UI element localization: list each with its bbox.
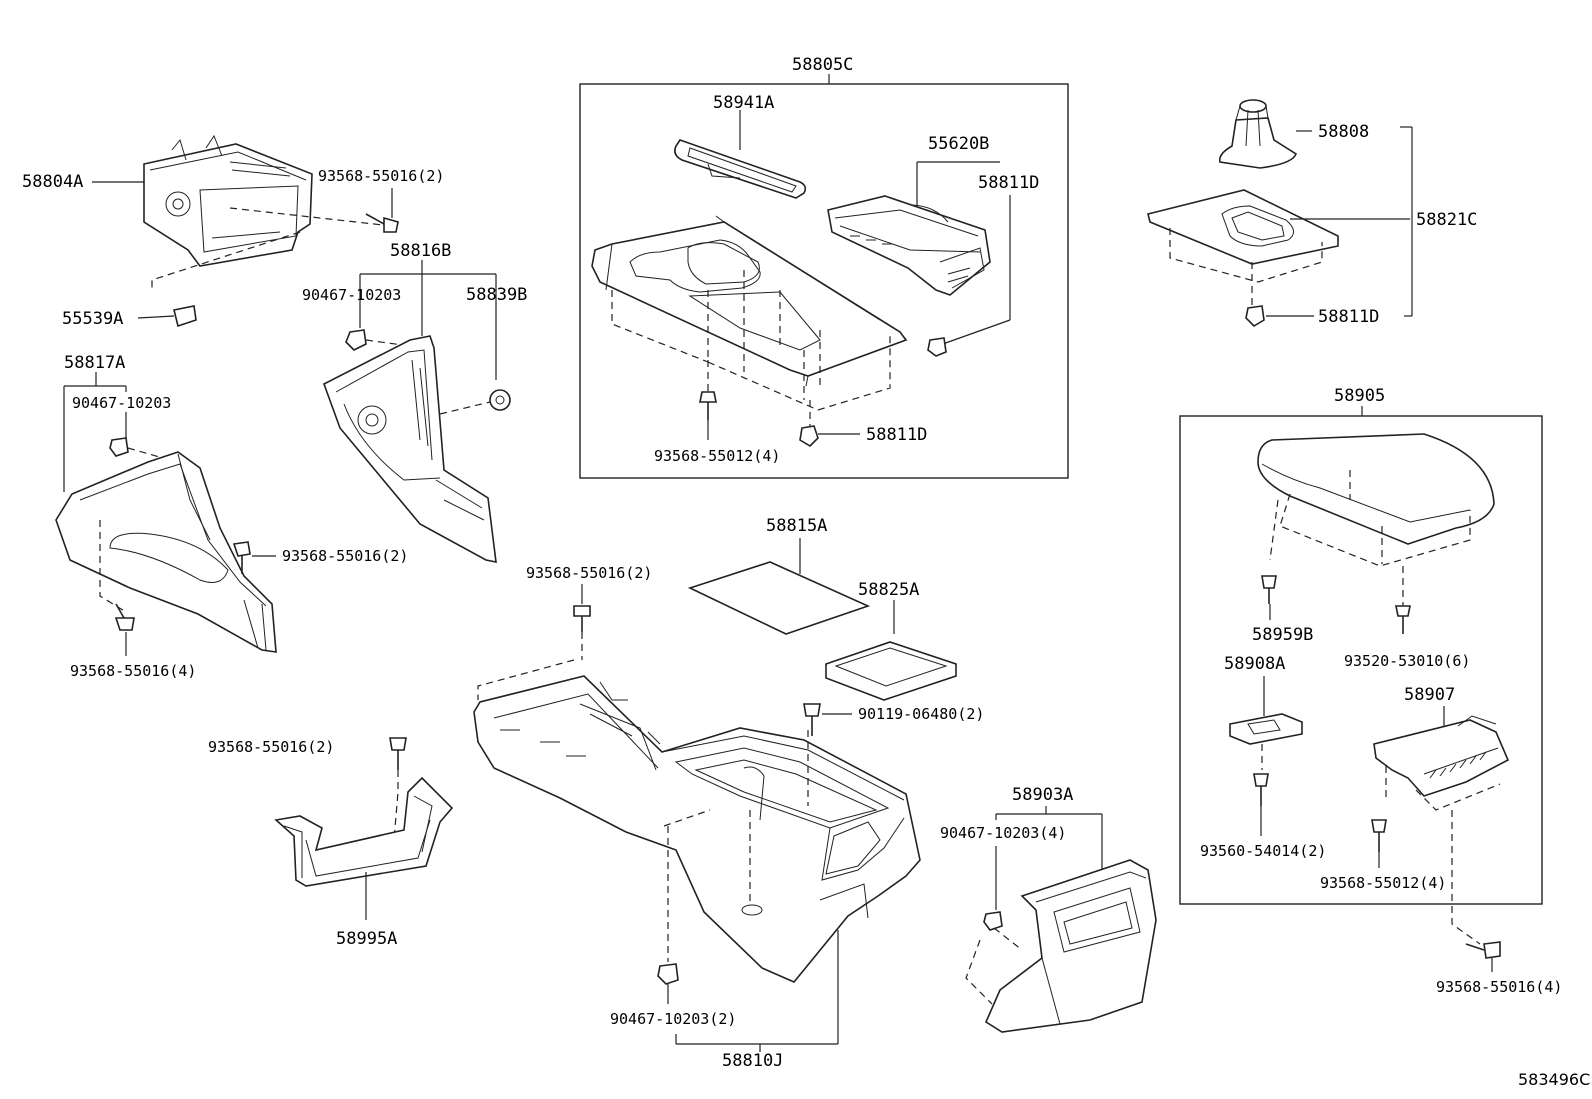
group-box-58905 xyxy=(1179,415,1543,905)
clip-90467-10203-d[interactable] xyxy=(983,911,1003,931)
part-58908A[interactable] xyxy=(1229,713,1303,745)
screw-93568-55012-a[interactable] xyxy=(699,391,717,420)
label-93568-55016-2-d[interactable]: 93568-55016(2) xyxy=(208,738,334,756)
group-58905: 58905 58959B 93520-53010(6) 58908A xyxy=(1179,386,1562,996)
label-58907[interactable]: 58907 xyxy=(1404,685,1455,705)
label-58808[interactable]: 58808 xyxy=(1318,122,1369,142)
part-58804A[interactable] xyxy=(143,134,313,267)
part-58816B[interactable] xyxy=(323,335,497,564)
label-93560-54014-2[interactable]: 93560-54014(2) xyxy=(1200,842,1326,860)
label-93520-53010-6[interactable]: 93520-53010(6) xyxy=(1344,652,1470,670)
part-58995A[interactable] xyxy=(274,776,454,887)
label-58941A[interactable]: 58941A xyxy=(713,93,774,113)
label-90467-10203-2[interactable]: 90467-10203(2) xyxy=(610,1010,736,1028)
group-58903A: 58903A 90467-10203(4) xyxy=(940,785,1157,1033)
label-93568-55016-2-a[interactable]: 93568-55016(2) xyxy=(318,167,444,185)
group-box-58805C xyxy=(579,83,1069,479)
part-58810J[interactable] xyxy=(473,675,921,983)
label-93568-55016-4-b[interactable]: 93568-55016(4) xyxy=(1436,978,1562,996)
group-58817A: 58817A 90467-10203 93568-55016(4) xyxy=(55,353,408,680)
part-58817A[interactable] xyxy=(55,451,277,653)
screw-93568-55016-4-a[interactable] xyxy=(114,603,135,631)
group-58995A: 93568-55016(2) 58995A xyxy=(208,737,454,949)
label-58805C[interactable]: 58805C xyxy=(792,55,853,75)
label-58804A[interactable]: 58804A xyxy=(22,172,83,192)
label-58825A[interactable]: 58825A xyxy=(858,580,919,600)
label-58908A[interactable]: 58908A xyxy=(1224,654,1285,674)
label-90467-10203-4[interactable]: 90467-10203(4) xyxy=(940,824,1066,842)
part-console-upper-panel[interactable] xyxy=(591,215,908,387)
label-55539A[interactable]: 55539A xyxy=(62,309,123,329)
clip-90467-10203-b[interactable] xyxy=(109,437,129,457)
group-58804A: 58804A 93568-55016(2) 55539A xyxy=(22,134,444,329)
label-90119-06480-2[interactable]: 90119-06480(2) xyxy=(858,705,984,723)
label-58810J[interactable]: 58810J xyxy=(722,1051,783,1071)
label-58821C[interactable]: 58821C xyxy=(1416,210,1477,230)
label-90467-10203-a[interactable]: 90467-10203 xyxy=(302,286,401,304)
label-58811D-c[interactable]: 58811D xyxy=(1318,307,1379,327)
label-58959B[interactable]: 58959B xyxy=(1252,625,1313,645)
part-58821C[interactable] xyxy=(1147,189,1339,265)
screw-93560-54014[interactable] xyxy=(1253,773,1269,806)
label-58905[interactable]: 58905 xyxy=(1334,386,1385,406)
label-58817A[interactable]: 58817A xyxy=(64,353,125,373)
label-58811D-b[interactable]: 58811D xyxy=(866,425,927,445)
part-58941A[interactable] xyxy=(674,139,807,199)
clip-58811D-c[interactable] xyxy=(1245,305,1265,328)
label-58816B[interactable]: 58816B xyxy=(390,241,451,261)
label-58839B[interactable]: 58839B xyxy=(466,285,527,305)
label-58811D-a[interactable]: 58811D xyxy=(978,173,1039,193)
clip-55539A[interactable] xyxy=(173,305,197,328)
label-58995A[interactable]: 58995A xyxy=(336,929,397,949)
clip-90467-10203-c[interactable] xyxy=(657,963,679,985)
label-93568-55016-2-c[interactable]: 93568-55016(2) xyxy=(526,564,652,582)
label-55620B[interactable]: 55620B xyxy=(928,134,989,154)
label-58903A[interactable]: 58903A xyxy=(1012,785,1073,805)
group-58805C: 58805C 58941A 55620B 58811D xyxy=(579,55,1069,479)
part-58815A[interactable] xyxy=(687,561,871,635)
screw-93568-55016-e[interactable] xyxy=(1465,941,1501,959)
part-55620B[interactable] xyxy=(827,195,991,296)
screw-93568-55016-b[interactable] xyxy=(232,541,251,574)
screw-93568-55016-c[interactable] xyxy=(573,605,591,632)
clip-58811D-b[interactable] xyxy=(799,425,819,448)
label-93568-55016-4-a[interactable]: 93568-55016(4) xyxy=(70,662,196,680)
part-58907[interactable] xyxy=(1373,715,1510,797)
part-58808[interactable] xyxy=(1218,99,1297,169)
group-shift: 58808 58821C 58811D xyxy=(1147,99,1477,328)
screw-93520-53010[interactable] xyxy=(1395,605,1411,634)
part-58825A[interactable] xyxy=(825,641,957,701)
part-armrest-lid[interactable] xyxy=(1257,433,1495,545)
group-58816B: 58816B 90467-10203 58839B xyxy=(302,241,527,564)
label-93568-55012-4-b[interactable]: 93568-55012(4) xyxy=(1320,874,1446,892)
screw-93568-55016-d[interactable] xyxy=(389,737,407,770)
label-93568-55016-2-b[interactable]: 93568-55016(2) xyxy=(282,547,408,565)
clip-90467-10203-a[interactable] xyxy=(345,329,367,351)
label-90467-10203-b[interactable]: 90467-10203 xyxy=(72,394,171,412)
grommet-58839B[interactable] xyxy=(489,389,511,411)
screw-58959B[interactable] xyxy=(1261,575,1277,604)
screw-90119-06480[interactable] xyxy=(803,703,821,736)
screw-93568-55012-b[interactable] xyxy=(1371,819,1387,852)
label-93568-55012-4-a[interactable]: 93568-55012(4) xyxy=(654,447,780,465)
screw-93568-55016-a[interactable] xyxy=(365,213,399,233)
diagram-code: 583496C xyxy=(1518,1070,1590,1089)
group-58810J: 58815A 58825A 93568-55016(2) xyxy=(473,516,984,1071)
part-58903A[interactable] xyxy=(984,859,1157,1033)
label-58815A[interactable]: 58815A xyxy=(766,516,827,536)
clip-58811D-a[interactable] xyxy=(927,337,947,357)
